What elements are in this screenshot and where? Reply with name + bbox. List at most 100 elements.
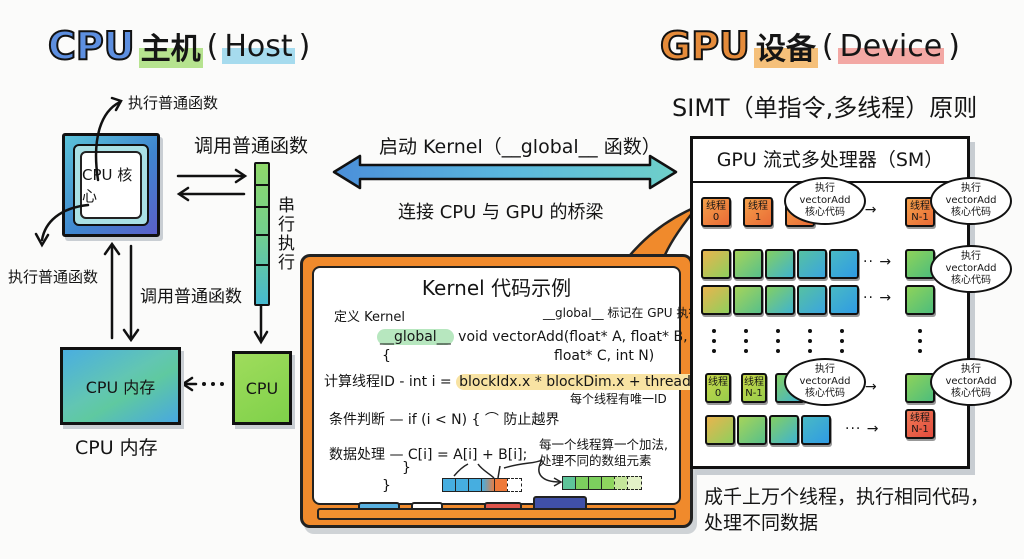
thread-word: 线程	[708, 377, 728, 388]
device-title-main: 设备	[753, 24, 818, 68]
brace-close-inner: }	[402, 460, 411, 476]
cond-label: 条件判断	[329, 412, 385, 428]
input-array	[442, 478, 542, 492]
paren-close: )	[948, 28, 960, 64]
vertical-ellipsis	[744, 329, 748, 359]
thread-block	[765, 285, 795, 315]
bubble-line-1: 执行 vectorAdd	[945, 251, 997, 274]
thread-block	[797, 285, 827, 315]
thread-id: N-1	[745, 388, 763, 399]
bubble-line-2: 核心代码	[951, 388, 991, 399]
add-note-2: 处理不同的数组元素	[539, 453, 652, 468]
call-top-label: 调用普通函数	[194, 135, 309, 157]
thread-block	[733, 249, 763, 279]
device-title-sub: Device	[837, 28, 945, 64]
arrow: →	[865, 379, 878, 395]
bridge-double-arrow	[332, 154, 678, 190]
thread-block	[705, 415, 735, 445]
vertical-ellipsis	[776, 329, 780, 359]
exec-top-label: 执行普通函数	[128, 94, 219, 112]
thread-id: N-1	[911, 212, 929, 223]
host-title-sub: Host	[222, 28, 295, 64]
thread-block	[765, 249, 795, 279]
thread-block	[733, 285, 763, 315]
compute-label: 计算线程ID	[324, 374, 395, 390]
add-note-1: 每一个线程算一个加法,	[539, 437, 668, 452]
thread-block	[769, 415, 799, 445]
code-if: if (i < N) {	[407, 412, 481, 428]
bridge-bottom-label: 连接 CPU 与 GPU 的桥梁	[398, 202, 604, 223]
thread-block	[701, 285, 731, 315]
ellipsis-arrow: ·· →	[863, 254, 893, 270]
data-label: 数据处理	[329, 447, 385, 463]
output-array	[562, 476, 662, 490]
global-keyword: __global__	[377, 329, 454, 345]
exec-left-label: 执行普通函数	[8, 268, 99, 286]
footer-line-1: 成千上万个线程，执行相同代码，	[704, 486, 990, 508]
brace-open: {	[382, 348, 391, 364]
thread-block	[829, 249, 859, 279]
host-title: CPU 主机 ( Host )	[47, 23, 311, 69]
thread-id: 0	[714, 388, 722, 399]
brace-close-outer: }	[382, 478, 391, 494]
vertical-ellipsis	[712, 329, 716, 359]
global-note: __global__ 标记在 GPU 执行	[543, 306, 701, 320]
bubble-line-1: 执行 vectorAdd	[945, 364, 997, 387]
cpu-memory-box: CPU 内存	[60, 347, 181, 425]
thread-id: 1	[754, 212, 762, 223]
thread-block	[701, 249, 731, 279]
thread-id: N-1	[911, 424, 929, 435]
bubble-line-1: 执行 vectorAdd	[799, 364, 851, 387]
bubble-line-1: 执行 vectorAdd	[799, 183, 851, 206]
cond-line: 条件判断 — if (i < N) { ⌒ 防止越界	[329, 412, 560, 428]
kernel-signature: __global__ void vectorAdd(float* A, floa…	[377, 329, 688, 345]
device-footer: 成千上万个线程，执行相同代码， 处理不同数据	[704, 484, 989, 536]
thread-word: 线程	[910, 413, 930, 424]
define-kernel-label: 定义 Kernel	[334, 310, 405, 325]
paren-close: )	[298, 28, 311, 64]
bridge-top-label: 启动 Kernel（__global__ 函数）	[379, 136, 661, 158]
serial-execution-bar	[254, 162, 270, 306]
cpu-box: CPU	[232, 351, 292, 425]
signature-line-1: void vectorAdd(float* A, float* B,	[458, 329, 688, 345]
ellipsis-arrow: ··· →	[845, 421, 880, 437]
bubble-line-2: 核心代码	[805, 388, 845, 399]
host-arrows	[34, 96, 269, 392]
board-tray	[317, 508, 676, 520]
kernel-title: Kernel 代码示例	[421, 276, 572, 300]
unique-id-note: 每个线程有唯一ID	[570, 392, 667, 406]
thread-word: 线程	[910, 201, 930, 212]
device-title-prefix: GPU	[659, 23, 751, 69]
thread-block	[829, 285, 859, 315]
paren-open: (	[206, 28, 219, 64]
thread-word: 线程	[748, 201, 768, 212]
exec-top-arrow	[94, 100, 122, 182]
code-add: C[i] = A[i] + B[i];	[407, 447, 528, 463]
index-expression: blockIdx.x * blockDim.x + threadIdx.x;	[456, 374, 733, 390]
host-title-prefix: CPU	[47, 23, 136, 69]
thread-word: 线程	[744, 377, 764, 388]
thread-word: 线程	[706, 201, 726, 212]
thread-block	[905, 285, 935, 315]
cpu-memory-caption: CPU 内存	[75, 437, 158, 459]
array-connector-arrows	[453, 459, 563, 487]
data-line: 数据处理 — C[i] = A[i] + B[i];	[329, 447, 528, 463]
code-int: int i =	[408, 374, 457, 390]
vertical-ellipsis	[840, 329, 844, 359]
device-title: GPU 设备 ( Device )	[659, 23, 960, 69]
vertical-ellipsis	[918, 329, 922, 359]
simt-label: SIMT（单指令,多线程）原则	[672, 94, 978, 122]
ellipsis-arrow: ·· →	[863, 290, 893, 306]
bounds-note: 防止越界	[503, 412, 560, 428]
thread-id: 0	[712, 212, 720, 223]
serial-label: 串行执行	[274, 196, 294, 272]
footer-line-2: 处理不同数据	[704, 512, 819, 534]
